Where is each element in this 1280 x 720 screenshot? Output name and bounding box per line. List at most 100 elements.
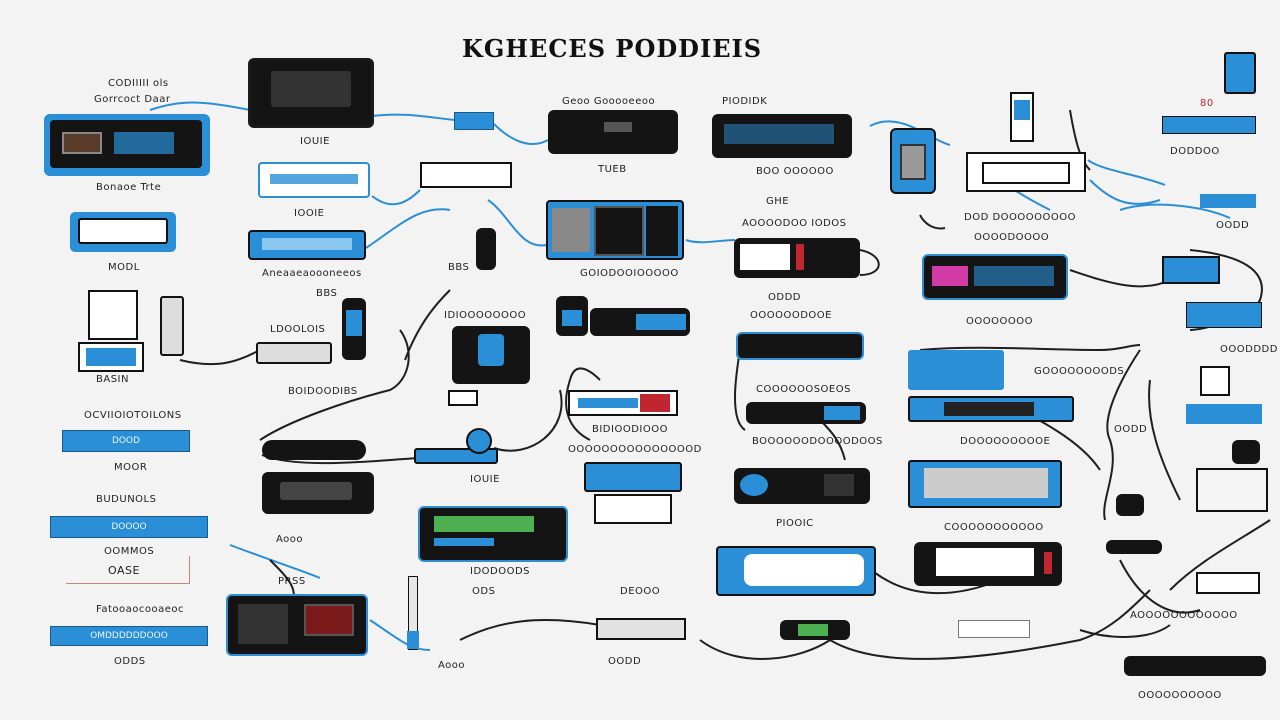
- wire: [365, 208, 451, 249]
- label: ODS: [472, 586, 496, 597]
- wire: [1119, 559, 1201, 614]
- console-device: [44, 114, 210, 176]
- wire: [1169, 519, 1271, 591]
- label: PRSS: [278, 576, 306, 587]
- bracket-device: [1106, 540, 1162, 554]
- label: LDOOLOIS: [270, 324, 326, 335]
- player-device: [922, 254, 1068, 300]
- label: PIOOIC: [776, 518, 814, 529]
- label: OODD: [1216, 220, 1250, 231]
- wire: [369, 619, 431, 651]
- cube-device: [1224, 52, 1256, 94]
- label: BIDIOODIOOO: [592, 424, 668, 435]
- square-device: [452, 326, 530, 384]
- label: 80: [1200, 98, 1214, 109]
- label: BOO OOOOOO: [756, 166, 834, 177]
- label: BASIN: [96, 374, 129, 385]
- connector: [256, 342, 332, 364]
- bar-device: [1124, 656, 1266, 676]
- label: ODDD: [768, 292, 801, 303]
- label: COOOOOOOOOOO: [944, 522, 1044, 533]
- blue-panel: [1186, 302, 1262, 328]
- wire: [569, 367, 601, 381]
- blue-panel: [1162, 256, 1220, 284]
- wire: [493, 123, 549, 145]
- slim-device: [258, 162, 370, 198]
- stand-device: [1010, 92, 1034, 142]
- label: MODL: [108, 262, 140, 273]
- label: BBS: [316, 288, 338, 299]
- label: AOOOODOO IODOS: [742, 218, 847, 229]
- small-device: [448, 390, 478, 406]
- wire: [1103, 349, 1141, 521]
- label: OOMMOS: [104, 546, 155, 557]
- label: OOODDDD: [1220, 344, 1278, 355]
- wire: [829, 589, 1151, 660]
- label: IDIOOOOOOOO: [444, 310, 527, 321]
- small-screen: [958, 620, 1030, 638]
- rack-device: [908, 396, 1074, 422]
- label: OOOODOOOO: [974, 232, 1050, 243]
- bar-device: [262, 440, 366, 460]
- label: OOOOOODOOE: [750, 310, 832, 321]
- handheld-scanner: [556, 296, 588, 336]
- blue-panel: [1162, 116, 1256, 134]
- diagram-title: KGHECES PODDIEIS: [462, 34, 763, 63]
- label: IDODOODS: [470, 566, 531, 577]
- label: BOIDOODIBS: [288, 386, 358, 397]
- label: TUEB: [598, 164, 627, 175]
- monitor-device: [248, 58, 374, 128]
- label: GOOOOOOOODS: [1034, 366, 1125, 377]
- label: GHE: [766, 196, 790, 207]
- small-dark-device: [1116, 494, 1144, 516]
- blue-panel: [1186, 404, 1262, 424]
- label: OOOOOOOOOO: [1138, 690, 1222, 701]
- stacked-device: [88, 290, 138, 340]
- wire: [1119, 203, 1231, 219]
- wire: [179, 349, 261, 366]
- label: BBS: [448, 262, 470, 273]
- wire: [1089, 179, 1161, 205]
- wire: [487, 199, 547, 247]
- label: Aooo: [276, 534, 304, 545]
- car-device: [1196, 572, 1260, 594]
- camera-device: [546, 200, 684, 260]
- long-device: [908, 350, 1004, 390]
- router-device: [716, 546, 876, 596]
- label: BOOOOOODOOOODOOS: [752, 436, 883, 447]
- screen-device: [78, 342, 144, 372]
- label: DEOOO: [620, 586, 661, 597]
- rack-device: [594, 494, 672, 524]
- label: PIODIDK: [722, 96, 768, 107]
- label: OOOOOOOOOOOOOOOD: [568, 444, 702, 455]
- wide-screen: [908, 460, 1062, 508]
- wire: [149, 101, 251, 111]
- blue-panel: [1200, 194, 1256, 208]
- label: Gorrcoct Daar: [94, 94, 171, 105]
- screen-device: [966, 152, 1086, 192]
- label: CODIIIII ols: [108, 78, 169, 89]
- stack-device: [568, 390, 678, 416]
- label: IOUIE: [470, 474, 500, 485]
- wire: [734, 349, 746, 431]
- label: GOIODOOIOOOOO: [580, 268, 679, 279]
- wire: [1069, 109, 1091, 171]
- boxed-label: [66, 556, 190, 584]
- bar-device: [736, 332, 864, 360]
- display-device: [1196, 468, 1268, 512]
- label: DOD DOOOOOOOOO: [964, 212, 1076, 223]
- label: COOOOOOSOEOS: [756, 384, 851, 395]
- small-box: [1200, 366, 1230, 396]
- label: OODD: [608, 656, 642, 667]
- blue-pill: [454, 112, 494, 130]
- label: OODD: [1114, 424, 1148, 435]
- handheld-device: [342, 298, 366, 360]
- tablet-device: [418, 506, 568, 562]
- wire: [404, 289, 451, 361]
- mixer-device: [712, 114, 852, 158]
- wire: [565, 379, 591, 441]
- scanner-body: [590, 308, 690, 336]
- label: OCVIIOIOTOILONS: [84, 410, 182, 421]
